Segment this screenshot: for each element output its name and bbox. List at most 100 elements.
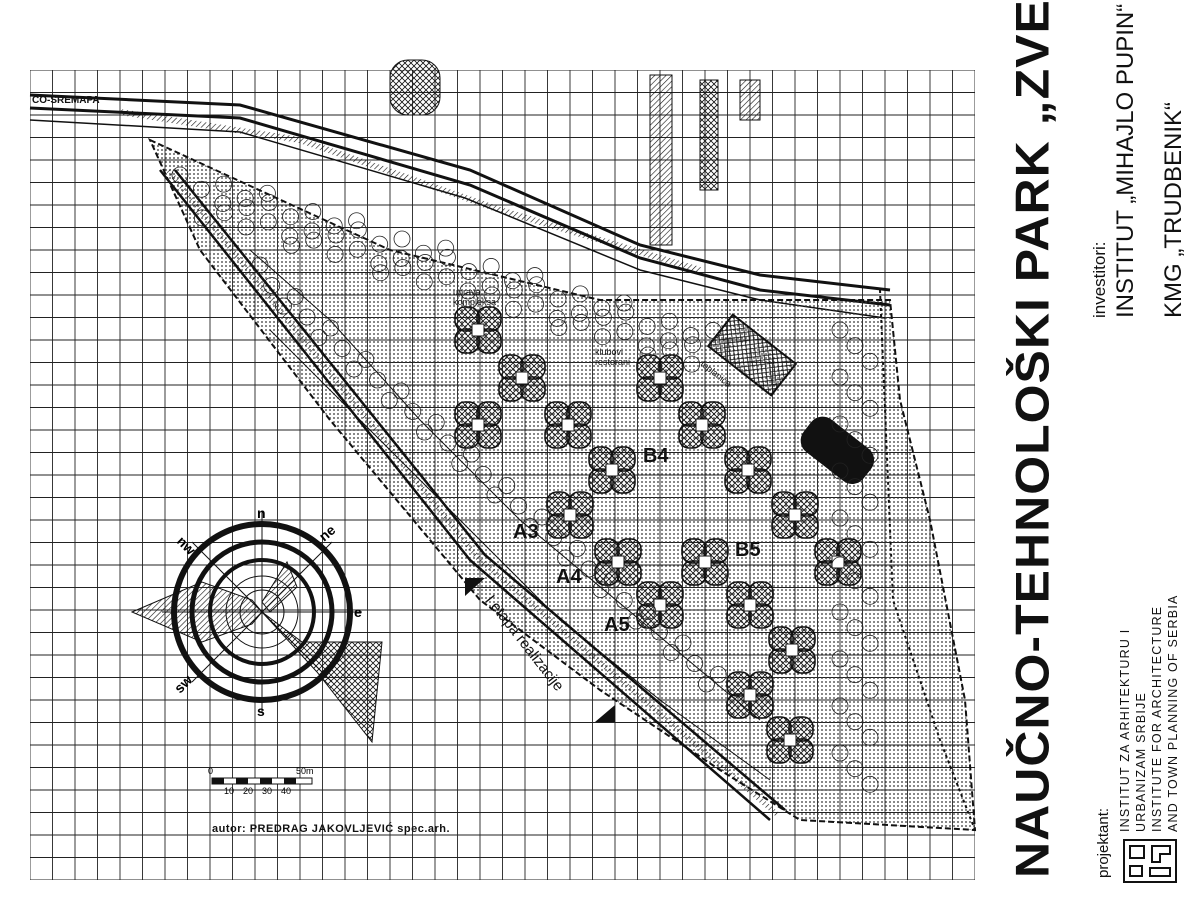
tree [638,318,656,335]
tree [215,175,233,193]
investor-2: KMG „TRUDBENIK“ [1160,102,1187,318]
tree [592,581,610,598]
label-b4: B4 [643,445,669,467]
tree [427,414,445,431]
tree [327,226,345,244]
tree [637,337,655,355]
tree [463,445,480,463]
zigzag-edge [879,289,976,831]
tree [439,248,456,266]
wind-sw: sw [171,672,196,697]
tree [831,415,849,433]
wind-ne: ne [316,521,339,544]
tree [171,166,189,184]
tree [661,312,678,330]
tree [861,634,879,652]
tree [380,392,398,409]
quatrefoil-building [454,401,502,449]
tree [461,291,479,309]
tree [510,497,527,515]
tree [482,258,500,275]
tree [572,314,590,331]
tree [486,486,504,504]
tree [305,231,323,249]
tree [437,239,455,257]
tree [481,277,499,295]
tree [415,273,433,291]
tree [627,612,645,630]
tree [404,403,422,420]
quatrefoil-building [726,671,774,719]
tree [686,655,704,672]
tree [393,230,411,248]
tree [846,337,864,355]
scale-30: 30 [262,786,272,796]
trees [171,166,879,793]
quatrefoil-building [724,446,772,494]
tree [593,299,611,317]
tree [550,319,568,336]
tree [615,592,633,609]
tree [831,603,849,621]
tree [369,371,386,389]
author-credit: autor: PREDRAG JAKOVLJEVIĆ spec.arh. [212,823,451,835]
tree [460,263,478,280]
tree [504,272,521,290]
tree [604,571,621,589]
tree [521,518,539,535]
tree [451,455,469,472]
tree [617,303,635,321]
tree [303,222,321,240]
tree [275,297,292,315]
label-upravni-1: uprava [453,287,481,297]
tree [214,195,232,212]
existing-buildings [389,59,761,246]
tree [498,477,516,494]
tree [861,399,879,417]
tree [831,650,849,668]
scale-10: 10 [224,786,234,796]
tree [193,209,211,227]
tree [325,217,343,235]
wind-s: s [257,703,265,719]
tree [651,623,668,641]
tree [372,264,389,282]
label-klubovi-2: restorani [595,357,630,367]
label-b5: B5 [735,539,761,561]
tree [831,321,849,339]
tree [326,246,344,263]
wind-rose: n ne e s sw nw [130,505,383,744]
tree [281,227,299,245]
quatrefoil-building [636,581,684,629]
tree [333,340,351,357]
wind-e: e [354,604,362,620]
tree [259,213,277,231]
tree [392,382,410,400]
quatrefoil-building [766,716,814,764]
tree [861,587,879,605]
scale-40: 40 [281,786,291,796]
label-a3: A3 [513,521,539,543]
tree [548,310,566,327]
tree [639,346,657,364]
tree [260,194,278,211]
tree [846,666,864,684]
tree [371,235,389,253]
tree [683,355,701,373]
tree [304,203,322,220]
tree [571,304,588,322]
tree [259,184,276,202]
tree [528,276,545,294]
tree [416,423,433,441]
designer-line-2: URBANIZAM SRBIJE [1134,691,1148,832]
tree [861,446,879,464]
tree [322,319,339,337]
tree [193,180,210,198]
tree [615,294,633,312]
lower-access-road [159,168,786,821]
tree [238,199,256,216]
tree [349,221,367,239]
tree [831,697,849,715]
site-boundary [147,137,977,832]
